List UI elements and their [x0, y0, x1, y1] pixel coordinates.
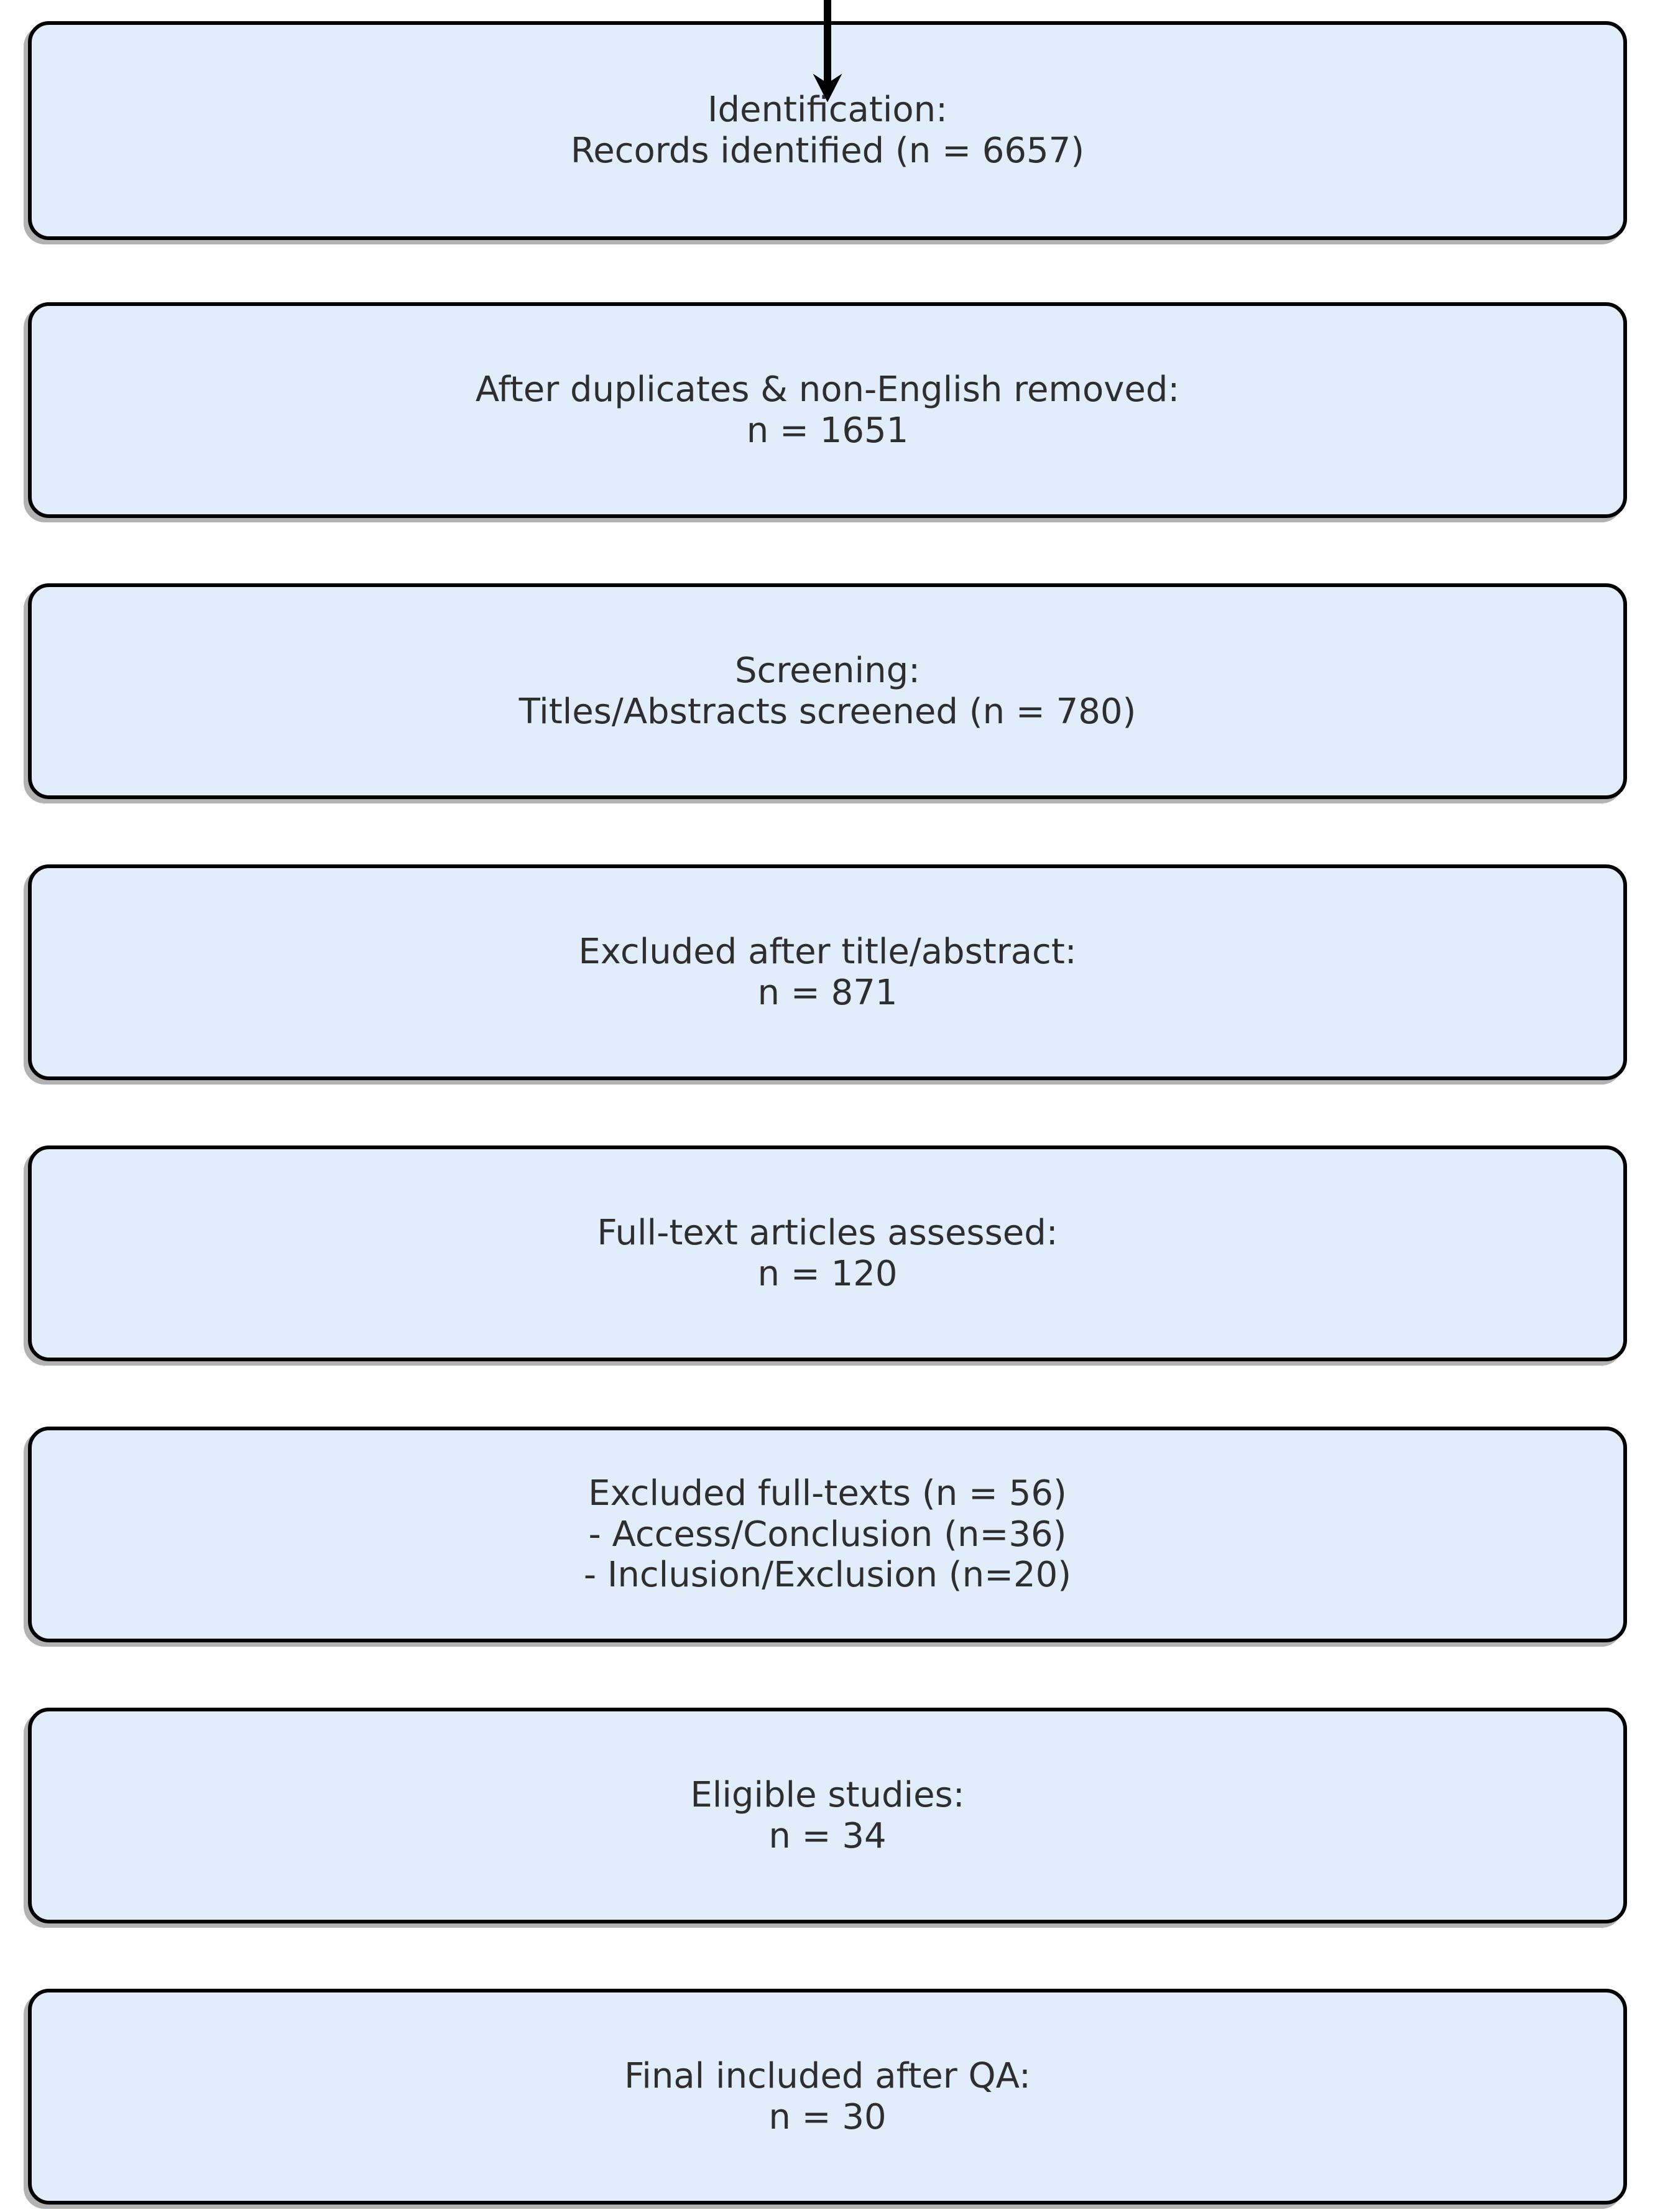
- box-line: Titles/Abstracts screened (n = 780): [519, 691, 1136, 732]
- flow-box-excluded-title-abstract: Excluded after title/abstract: n = 871: [28, 864, 1627, 1080]
- box-line: Full-text articles assessed:: [597, 1212, 1058, 1253]
- box-line: Excluded after title/abstract:: [578, 931, 1077, 972]
- box-line: - Access/Conclusion (n=36): [588, 1514, 1067, 1555]
- box-line: Records identified (n = 6657): [570, 131, 1085, 171]
- box-line: n = 1651: [746, 410, 909, 451]
- flow-box-eligible-studies: Eligible studies: n = 34: [28, 1708, 1627, 1923]
- box-line: n = 120: [757, 1253, 898, 1294]
- flow-box-excluded-fulltexts: Excluded full-texts (n = 56) - Access/Co…: [28, 1427, 1627, 1642]
- flow-box-final-included: Final included after QA: n = 30: [28, 1989, 1627, 2205]
- box-line: n = 30: [768, 2096, 887, 2137]
- box-line: n = 34: [768, 1815, 887, 1856]
- box-line: Screening:: [735, 650, 920, 691]
- arrow-down-icon: [810, 0, 845, 102]
- flow-box-after-duplicates: After duplicates & non-English removed: …: [28, 302, 1627, 518]
- box-line: Excluded full-texts (n = 56): [588, 1473, 1067, 1514]
- box-line: - Inclusion/Exclusion (n=20): [583, 1555, 1072, 1596]
- box-line: Eligible studies:: [690, 1774, 965, 1815]
- box-line: After duplicates & non-English removed:: [475, 369, 1180, 410]
- box-line: Final included after QA:: [624, 2055, 1031, 2096]
- box-line: n = 871: [757, 972, 898, 1013]
- flow-box-screening: Screening: Titles/Abstracts screened (n …: [28, 583, 1627, 799]
- flow-box-fulltext-assessed: Full-text articles assessed: n = 120: [28, 1145, 1627, 1361]
